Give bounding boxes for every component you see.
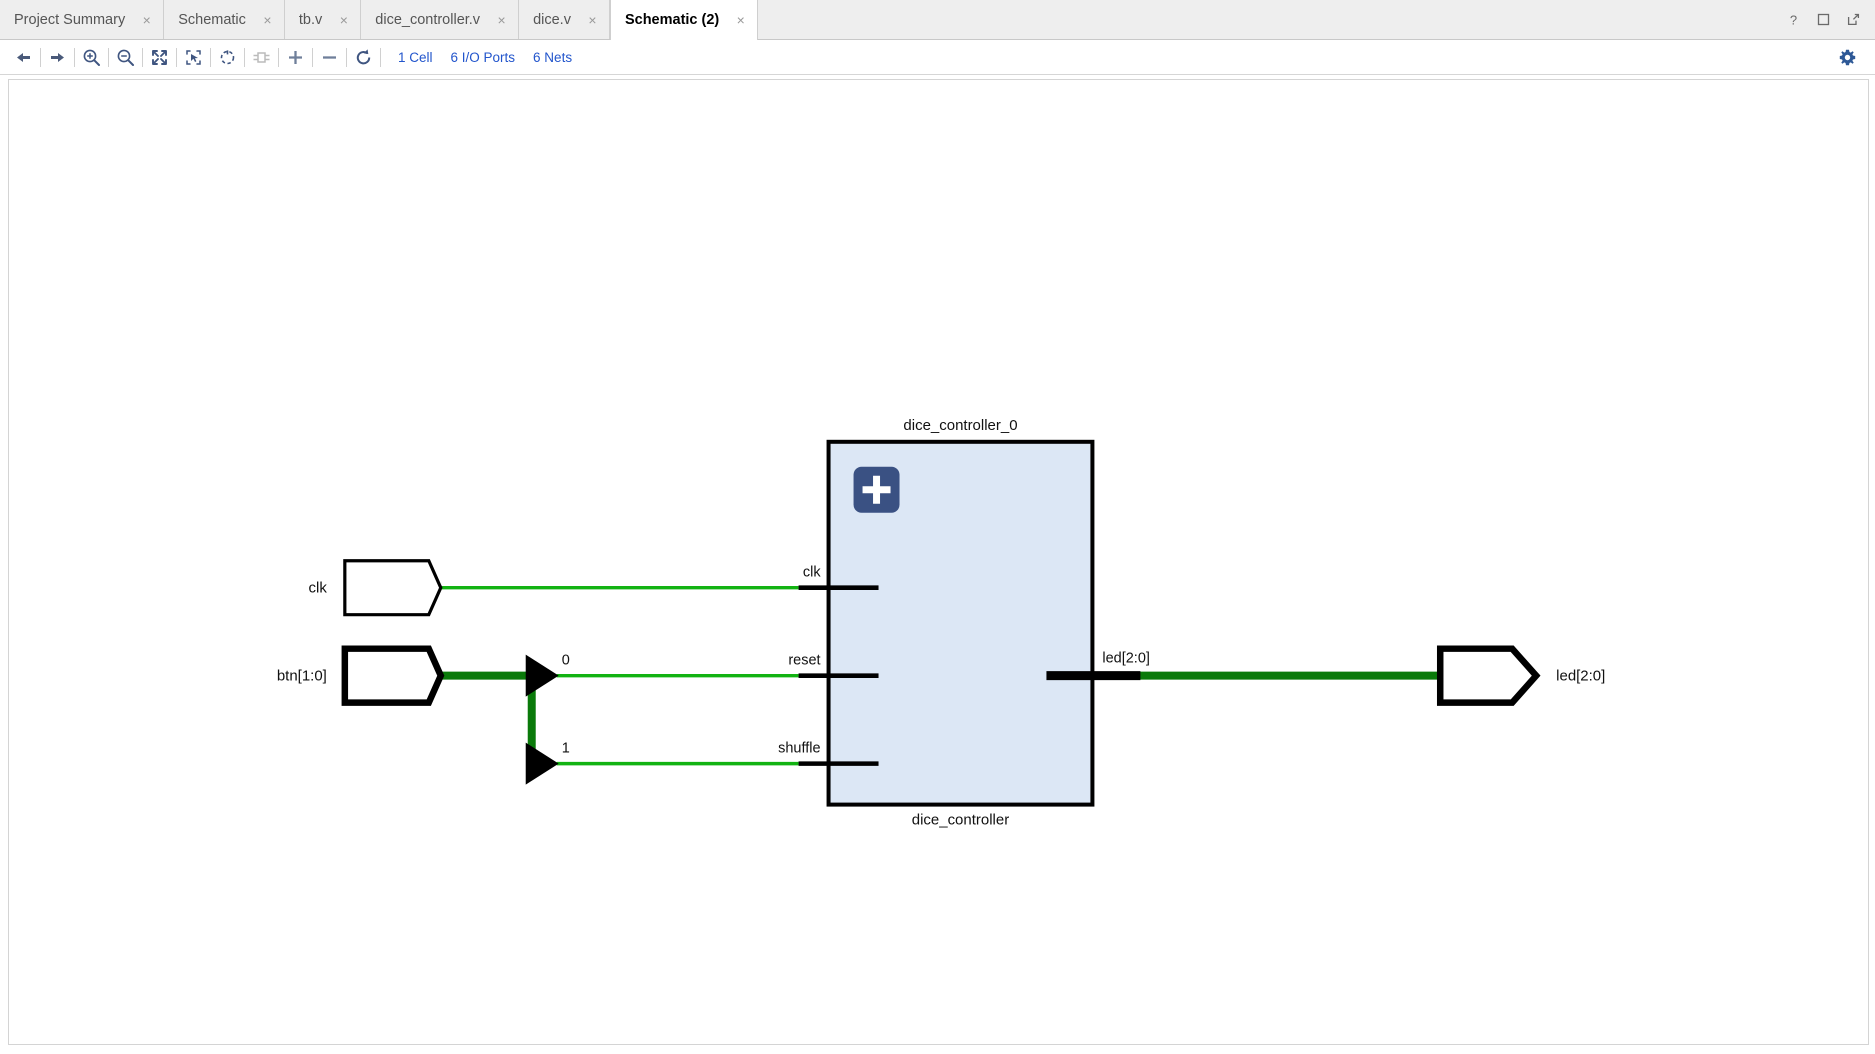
toolbar-separator [40, 47, 41, 67]
arrow-right-icon [51, 52, 64, 62]
add-button[interactable] [282, 44, 309, 70]
settings-gear-icon[interactable] [1834, 44, 1861, 70]
schematic-toolbar: 1 Cell 6 I/O Ports 6 Nets [0, 40, 1875, 75]
back-button[interactable] [10, 44, 37, 70]
toolbar-right-group [1834, 44, 1867, 70]
tab-tb-v[interactable]: tb.v × [284, 0, 362, 39]
toolbar-separator [380, 47, 381, 67]
toolbar-separator [142, 47, 143, 67]
tab-dice-v[interactable]: dice.v × [519, 0, 610, 39]
port-symbol-clk[interactable] [343, 559, 443, 617]
arrow-left-icon [17, 52, 30, 62]
regenerate-button[interactable] [214, 44, 241, 70]
remove-button[interactable] [316, 44, 343, 70]
port-symbol-btn[interactable] [341, 645, 445, 706]
port-label-clk: clk [309, 580, 328, 597]
tab-label: dice.v [533, 11, 571, 28]
help-icon[interactable]: ? [1786, 12, 1801, 27]
forward-button[interactable] [44, 44, 71, 70]
zoom-in-button[interactable] [78, 44, 105, 70]
tab-close-icon[interactable]: × [339, 11, 348, 28]
toolbar-separator [278, 47, 279, 67]
tab-bar: Project Summary × Schematic × tb.v × dic… [0, 0, 1875, 40]
zoom-fit-button[interactable] [146, 44, 173, 70]
cells-link[interactable]: 1 Cell [398, 49, 433, 65]
plus-icon [289, 50, 302, 64]
tab-label: tb.v [298, 11, 323, 28]
tab-schematic-2[interactable]: Schematic (2) × [609, 0, 759, 40]
toolbar-separator [346, 47, 347, 67]
minus-icon [323, 55, 336, 59]
zoom-out-button[interactable] [112, 44, 139, 70]
tab-schematic[interactable]: Schematic × [164, 0, 285, 39]
tab-label: Schematic [178, 11, 246, 28]
cell-pin-label-reset: reset [788, 653, 820, 669]
nets-link[interactable]: 6 Nets [533, 49, 573, 65]
schematic-canvas[interactable]: clk btn[1:0] 0 1 dice_controller_0 [8, 79, 1869, 1046]
tab-close-icon[interactable]: × [263, 11, 272, 28]
tab-close-icon[interactable]: × [497, 11, 506, 28]
zoom-area-icon [186, 49, 201, 65]
tab-close-icon[interactable]: × [588, 11, 597, 28]
tab-label: Schematic (2) [624, 11, 720, 28]
cell-module-label: dice_controller [912, 812, 1009, 829]
maximize-icon[interactable] [1816, 12, 1831, 27]
tab-label: Project Summary [14, 11, 126, 28]
cell-pin-label-clk: clk [803, 565, 821, 581]
cell-expand-button[interactable] [853, 466, 900, 513]
cell-pin-label-shuffle: shuffle [778, 741, 820, 757]
float-icon[interactable] [1846, 12, 1861, 27]
port-symbol-led[interactable] [1436, 645, 1541, 706]
bit-tap-label-0: 0 [562, 653, 570, 669]
zoom-area-button[interactable] [180, 44, 207, 70]
io-ports-link[interactable]: 6 I/O Ports [450, 49, 516, 65]
tab-dice-controller-v[interactable]: dice_controller.v × [361, 0, 520, 39]
cell-instance-label: dice_controller_0 [903, 417, 1017, 434]
zoom-in-icon [83, 49, 100, 66]
tab-project-summary[interactable]: Project Summary × [0, 0, 165, 39]
expand-cell-button [248, 44, 275, 70]
bit-tap-0[interactable] [525, 654, 559, 697]
tab-close-icon[interactable]: × [142, 11, 151, 28]
refresh-circle-icon [220, 49, 235, 64]
window-buttons: ? [1776, 0, 1875, 39]
toolbar-separator [108, 47, 109, 67]
port-label-btn: btn[1:0] [277, 668, 327, 685]
schematic-drawing[interactable]: clk btn[1:0] 0 1 dice_controller_0 [9, 80, 1868, 1044]
bit-tap-label-1: 1 [562, 741, 570, 757]
cell-pin-label-led: led[2:0] [1102, 651, 1150, 667]
tab-list: Project Summary × Schematic × tb.v × dic… [0, 0, 759, 40]
bit-tap-1[interactable] [525, 742, 559, 785]
zoom-out-icon [117, 49, 134, 66]
tab-close-icon[interactable]: × [736, 11, 745, 28]
tab-label: dice_controller.v [375, 11, 481, 28]
toolbar-separator [210, 47, 211, 67]
cell-icon [253, 51, 270, 63]
toolbar-separator [244, 47, 245, 67]
reload-button[interactable] [350, 44, 377, 70]
schematic-canvas-area[interactable]: clk btn[1:0] 0 1 dice_controller_0 [0, 75, 1875, 1054]
toolbar-separator [74, 47, 75, 67]
svg-text:?: ? [1790, 13, 1797, 27]
toolbar-separator [312, 47, 313, 67]
port-label-led: led[2:0] [1556, 668, 1605, 685]
zoom-fit-icon [152, 49, 167, 65]
reload-icon [356, 48, 371, 64]
toolbar-separator [176, 47, 177, 67]
